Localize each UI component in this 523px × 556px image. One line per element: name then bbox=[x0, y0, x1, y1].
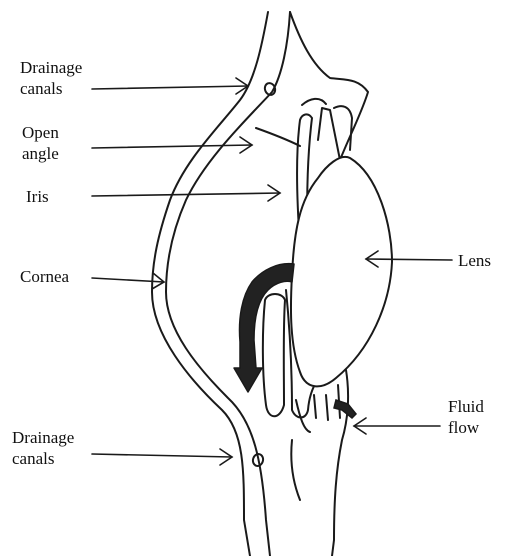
drainage-canal-upper bbox=[263, 82, 277, 97]
drainage-top-pointer bbox=[92, 86, 248, 89]
open-angle-line bbox=[256, 128, 300, 146]
label-drainage-canals-top: Drainage canals bbox=[20, 57, 82, 99]
open-angle-pointer bbox=[92, 145, 252, 148]
fluid-outflow-mark bbox=[334, 400, 356, 418]
iris-lower bbox=[263, 294, 285, 416]
lens-pointer bbox=[366, 259, 452, 260]
label-fluid-flow: Fluid flow bbox=[448, 396, 484, 438]
label-open-angle: Open angle bbox=[22, 122, 59, 164]
label-iris: Iris bbox=[26, 186, 49, 207]
label-drainage-canals-bottom: Drainage canals bbox=[12, 427, 74, 469]
label-lens: Lens bbox=[458, 250, 491, 271]
upper-ciliary-body bbox=[290, 12, 368, 160]
drainage-bottom-pointer bbox=[92, 454, 232, 457]
lens bbox=[291, 157, 392, 386]
label-cornea: Cornea bbox=[20, 266, 69, 287]
iris-pointer bbox=[92, 193, 280, 196]
